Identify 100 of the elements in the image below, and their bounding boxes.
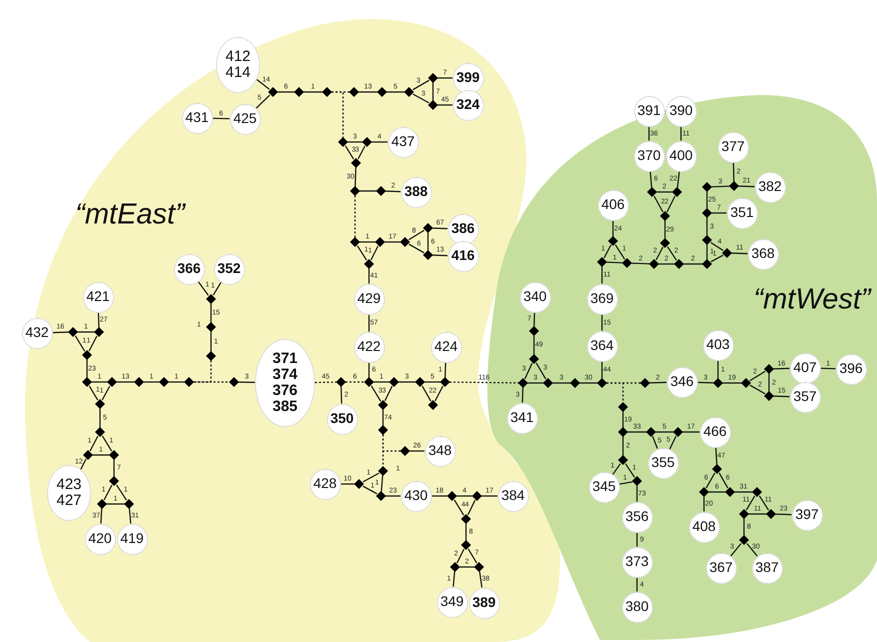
diamond-marker bbox=[608, 236, 618, 246]
network-line bbox=[622, 436, 624, 456]
network-line bbox=[210, 304, 212, 322]
network-line bbox=[100, 508, 102, 524]
network-line bbox=[412, 94, 430, 104]
network-line bbox=[667, 246, 677, 261]
network-line bbox=[706, 218, 708, 236]
network-line bbox=[533, 336, 535, 354]
network-line bbox=[748, 513, 766, 515]
network-line bbox=[432, 495, 448, 497]
diamond-marker bbox=[646, 427, 656, 437]
network-line bbox=[536, 362, 546, 380]
network-line bbox=[684, 263, 702, 265]
network-line bbox=[104, 484, 112, 500]
network-line bbox=[360, 241, 376, 243]
network-line bbox=[368, 362, 370, 378]
network-line bbox=[238, 382, 256, 383]
diamond-marker bbox=[404, 87, 414, 97]
network-line bbox=[648, 126, 650, 140]
network-line bbox=[374, 381, 390, 383]
diamond-marker bbox=[82, 350, 92, 360]
network-line bbox=[656, 246, 664, 260]
diamond-marker bbox=[206, 294, 216, 304]
network-line bbox=[434, 386, 444, 402]
network-line bbox=[614, 244, 626, 260]
diamond-marker bbox=[376, 491, 386, 501]
network-line bbox=[746, 543, 758, 556]
network-line bbox=[88, 336, 98, 352]
network-line bbox=[427, 232, 429, 250]
diamond-marker bbox=[206, 322, 216, 332]
network-line bbox=[384, 241, 400, 243]
network-line bbox=[631, 262, 650, 264]
network-line bbox=[479, 571, 482, 588]
network-line bbox=[743, 518, 745, 536]
network-line bbox=[452, 571, 456, 587]
diamond-marker bbox=[618, 427, 628, 437]
diamond-marker bbox=[124, 499, 134, 509]
network-line bbox=[712, 212, 726, 214]
network-line bbox=[362, 472, 380, 482]
diamond-marker bbox=[712, 464, 722, 474]
network-line bbox=[422, 386, 432, 402]
network-line bbox=[256, 79, 270, 90]
diamond-marker bbox=[472, 491, 482, 501]
network-line bbox=[773, 396, 790, 398]
network-line bbox=[601, 266, 603, 284]
diamond-marker bbox=[94, 327, 104, 337]
network-line bbox=[102, 386, 110, 400]
network-line bbox=[601, 314, 603, 330]
diamond-marker bbox=[376, 186, 386, 196]
diamond-marker bbox=[447, 491, 457, 501]
network-line bbox=[682, 431, 700, 433]
network-line bbox=[380, 475, 384, 492]
network-line bbox=[424, 381, 440, 383]
network-line bbox=[360, 190, 376, 192]
network-line bbox=[438, 104, 452, 106]
diamond-marker bbox=[702, 208, 712, 218]
network-line bbox=[90, 436, 98, 452]
network-line bbox=[746, 496, 756, 510]
diamond-marker bbox=[428, 73, 438, 83]
network-line bbox=[680, 126, 682, 140]
network-line bbox=[658, 263, 674, 265]
network-line bbox=[386, 495, 400, 497]
network-line bbox=[622, 412, 624, 428]
diamond-marker bbox=[336, 377, 346, 387]
diamond-marker bbox=[400, 237, 410, 247]
network-line bbox=[718, 472, 728, 488]
network-line bbox=[454, 499, 464, 516]
diamond-marker bbox=[461, 514, 471, 524]
diamond-marker bbox=[673, 427, 683, 437]
network-line bbox=[194, 360, 212, 383]
diamond-marker bbox=[364, 259, 374, 269]
diamond-marker bbox=[529, 326, 539, 336]
network-line bbox=[438, 77, 452, 79]
network-line bbox=[708, 491, 726, 493]
diamond-marker bbox=[474, 562, 484, 572]
diamond-marker bbox=[660, 211, 670, 221]
network-line bbox=[524, 362, 533, 380]
network-line bbox=[656, 431, 674, 433]
diamond-marker bbox=[423, 250, 433, 260]
network-line bbox=[116, 484, 127, 501]
diamond-marker bbox=[729, 181, 739, 191]
network-line bbox=[768, 374, 770, 392]
network-line bbox=[106, 503, 124, 505]
diamond-marker bbox=[713, 378, 723, 388]
network-line bbox=[98, 312, 100, 328]
network-line bbox=[444, 362, 446, 378]
diamond-marker bbox=[741, 378, 751, 388]
diamond-marker bbox=[378, 425, 388, 435]
diamond-marker bbox=[739, 509, 749, 519]
diamond-marker bbox=[702, 259, 712, 269]
diamond-marker bbox=[543, 378, 553, 388]
network-line bbox=[432, 82, 434, 100]
network-line bbox=[80, 458, 87, 470]
diamond-marker bbox=[428, 100, 438, 110]
diamond-marker bbox=[725, 487, 735, 497]
network-line bbox=[92, 381, 108, 383]
network-line bbox=[144, 381, 160, 383]
diamond-marker bbox=[699, 487, 709, 497]
diamond-marker bbox=[428, 400, 438, 410]
diamond-marker bbox=[450, 562, 460, 572]
